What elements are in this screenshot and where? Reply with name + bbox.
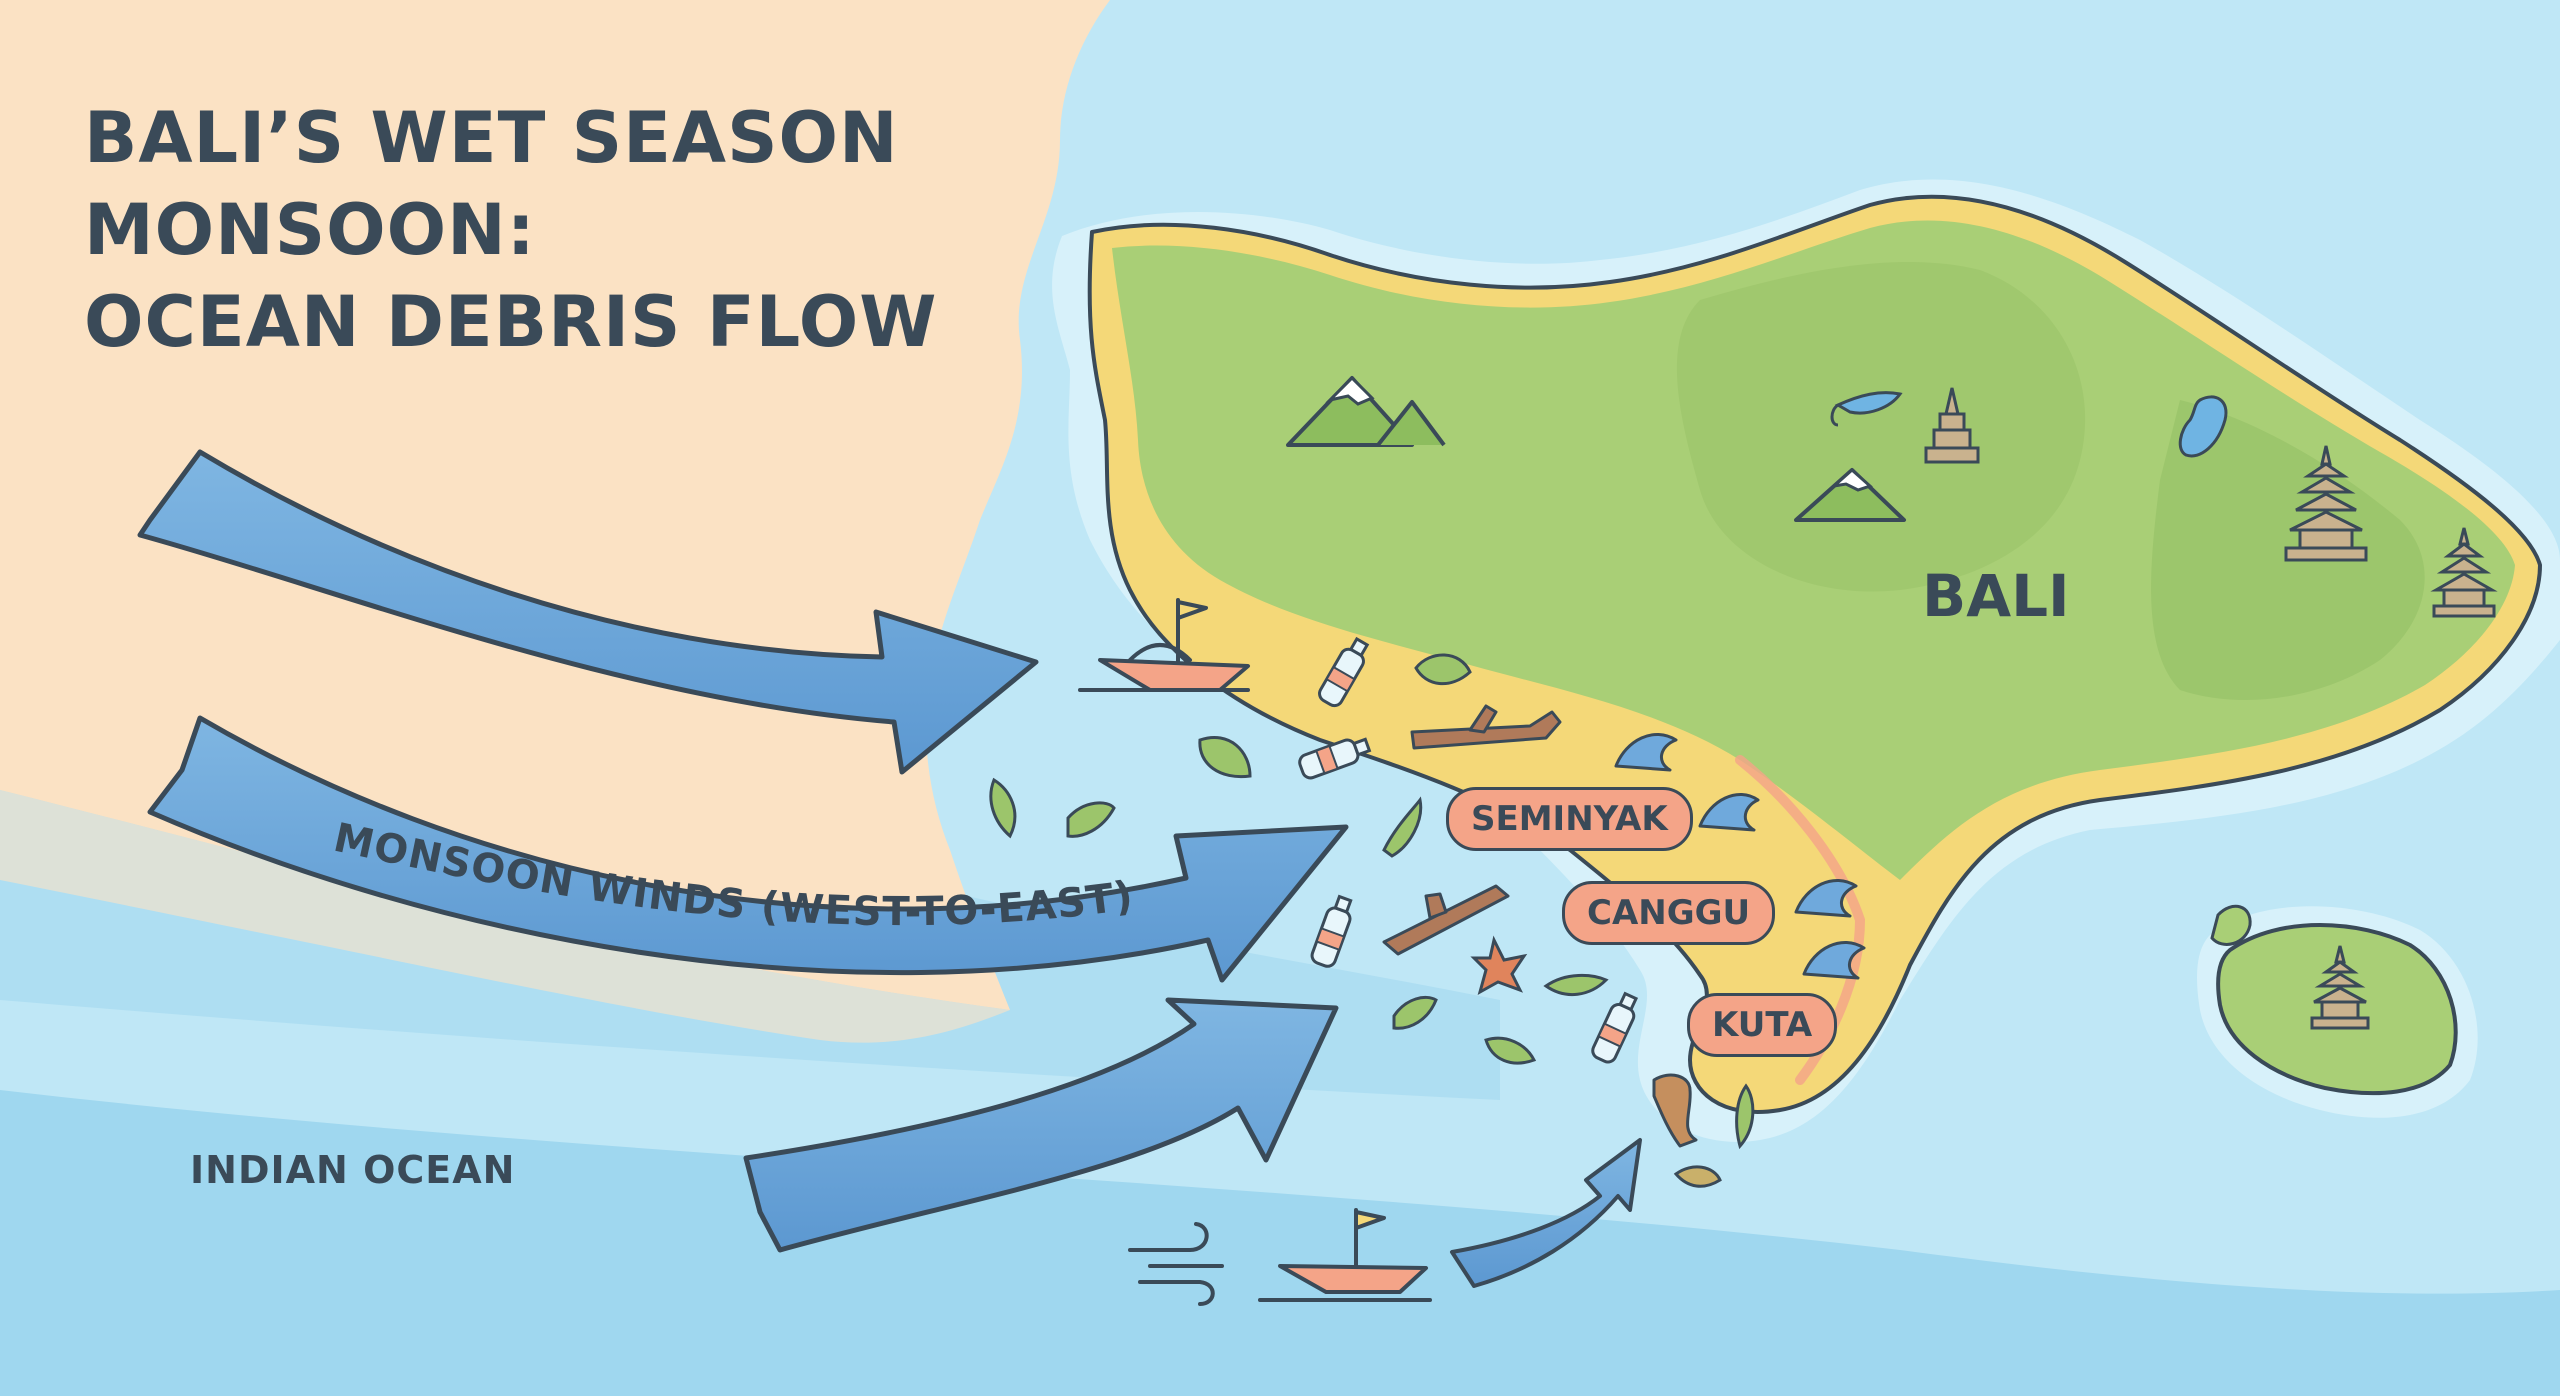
leaf-icon — [1470, 935, 1528, 996]
title-line-1: BALI’S WET SEASON — [84, 97, 899, 179]
lake-icon — [2178, 395, 2228, 458]
lake-icon — [1830, 403, 1839, 427]
monsoon-arrow-2 — [147, 715, 1349, 983]
leaf-icon — [1198, 736, 1252, 779]
wave-icon — [1802, 941, 1866, 980]
mountain-icon — [1286, 375, 1446, 447]
driftwood-icon — [1382, 884, 1510, 956]
beach-label-kuta: KUTA — [1687, 993, 1838, 1057]
leaf-icon — [1735, 1083, 1755, 1150]
leaf-icon — [1543, 973, 1609, 997]
leaf-icon — [1382, 796, 1423, 858]
boat-icon — [1078, 598, 1250, 692]
map-title: BALI’S WET SEASON MONSOON: OCEAN DEBRIS … — [84, 92, 937, 368]
wave-icon — [1614, 733, 1678, 772]
wave-icon — [1698, 793, 1760, 832]
driftwood-icon — [1410, 704, 1562, 750]
bottle-icon — [1298, 737, 1372, 780]
title-line-2: MONSOON: — [84, 189, 536, 271]
temple-icon — [1924, 387, 1980, 464]
monsoon-arrow-4 — [1450, 1138, 1642, 1288]
beach-label-seminyak: SEMINYAK — [1446, 787, 1693, 851]
leaf-icon — [1392, 995, 1438, 1030]
driftwood-icon — [1652, 1073, 1698, 1148]
bali-label: BALI — [1922, 562, 2070, 630]
west-landmass-shore — [0, 790, 1010, 1043]
leaf-icon — [1673, 1165, 1722, 1188]
leaf-icon — [1414, 653, 1472, 686]
mountain-icon — [1794, 467, 1906, 522]
wave-icon — [1794, 879, 1858, 918]
bottle-icon — [1318, 636, 1370, 708]
boat-icon — [1258, 1208, 1432, 1302]
lake-icon — [1834, 391, 1903, 415]
indian-ocean-label: INDIAN OCEAN — [190, 1148, 516, 1192]
nusa-islet — [2210, 904, 2252, 946]
monsoon-arrow-3 — [743, 997, 1339, 1253]
bottle-icon — [1310, 894, 1353, 968]
temple-icon — [2284, 445, 2368, 562]
leaf-icon — [1066, 801, 1116, 838]
bali-land-darker — [1676, 261, 2086, 592]
wind-icon — [1128, 1222, 1224, 1306]
leaf-icon — [1484, 1036, 1537, 1065]
ocean-deep-band — [0, 1090, 2560, 1396]
beach-label-canggu: CANGGU — [1562, 881, 1776, 945]
temple-icon — [2430, 527, 2498, 618]
temple-icon — [2310, 945, 2370, 1030]
leaf-icon — [989, 777, 1017, 839]
title-line-3: OCEAN DEBRIS FLOW — [84, 281, 938, 363]
bottle-icon — [1591, 991, 1639, 1064]
monsoon-arrow-1 — [137, 449, 1039, 775]
